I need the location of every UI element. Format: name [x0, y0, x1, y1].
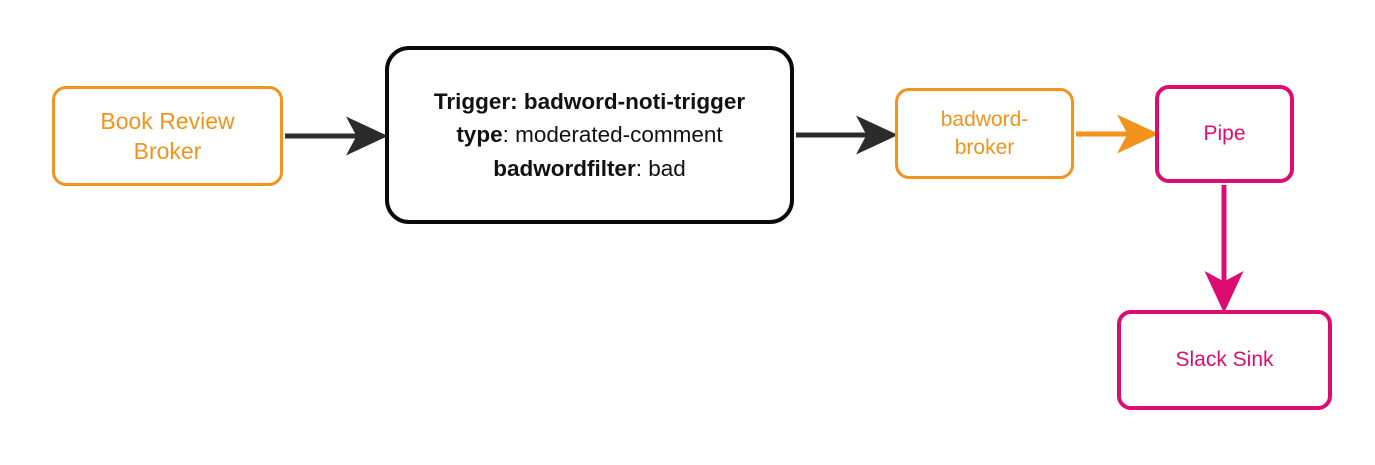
node-trigger-line-2: type: moderated-comment: [434, 118, 745, 151]
node-book-review-broker-label-line2: Broker: [133, 138, 202, 164]
node-badword-broker-label: badword-broker: [935, 106, 1035, 161]
node-badword-broker-label-line2: broker: [954, 135, 1015, 159]
node-trigger-line-3: badwordfilter: bad: [434, 152, 745, 185]
node-pipe-label: Pipe: [1203, 122, 1246, 146]
node-slack-sink-label: Slack Sink: [1175, 348, 1274, 372]
node-trigger-line-1: Trigger: badword-noti-trigger: [433, 89, 746, 115]
node-trigger-line-2-key: type: [456, 122, 503, 148]
node-trigger-line-3-value: : bad: [635, 155, 686, 181]
node-book-review-broker-label-line1: Book Review: [100, 107, 235, 134]
node-badword-broker[interactable]: badword-broker: [895, 88, 1074, 179]
node-trigger-line-2-value: : moderated-comment: [502, 122, 723, 148]
node-trigger[interactable]: Trigger: badword-noti-trigger type: mode…: [385, 46, 794, 224]
node-badword-broker-label-line1: badword-: [940, 107, 1029, 131]
node-slack-sink[interactable]: Slack Sink: [1117, 310, 1332, 410]
node-pipe[interactable]: Pipe: [1155, 85, 1294, 183]
node-trigger-label: Trigger: badword-noti-trigger type: mode…: [424, 85, 755, 185]
node-trigger-line-3-key: badwordfilter: [493, 155, 636, 181]
